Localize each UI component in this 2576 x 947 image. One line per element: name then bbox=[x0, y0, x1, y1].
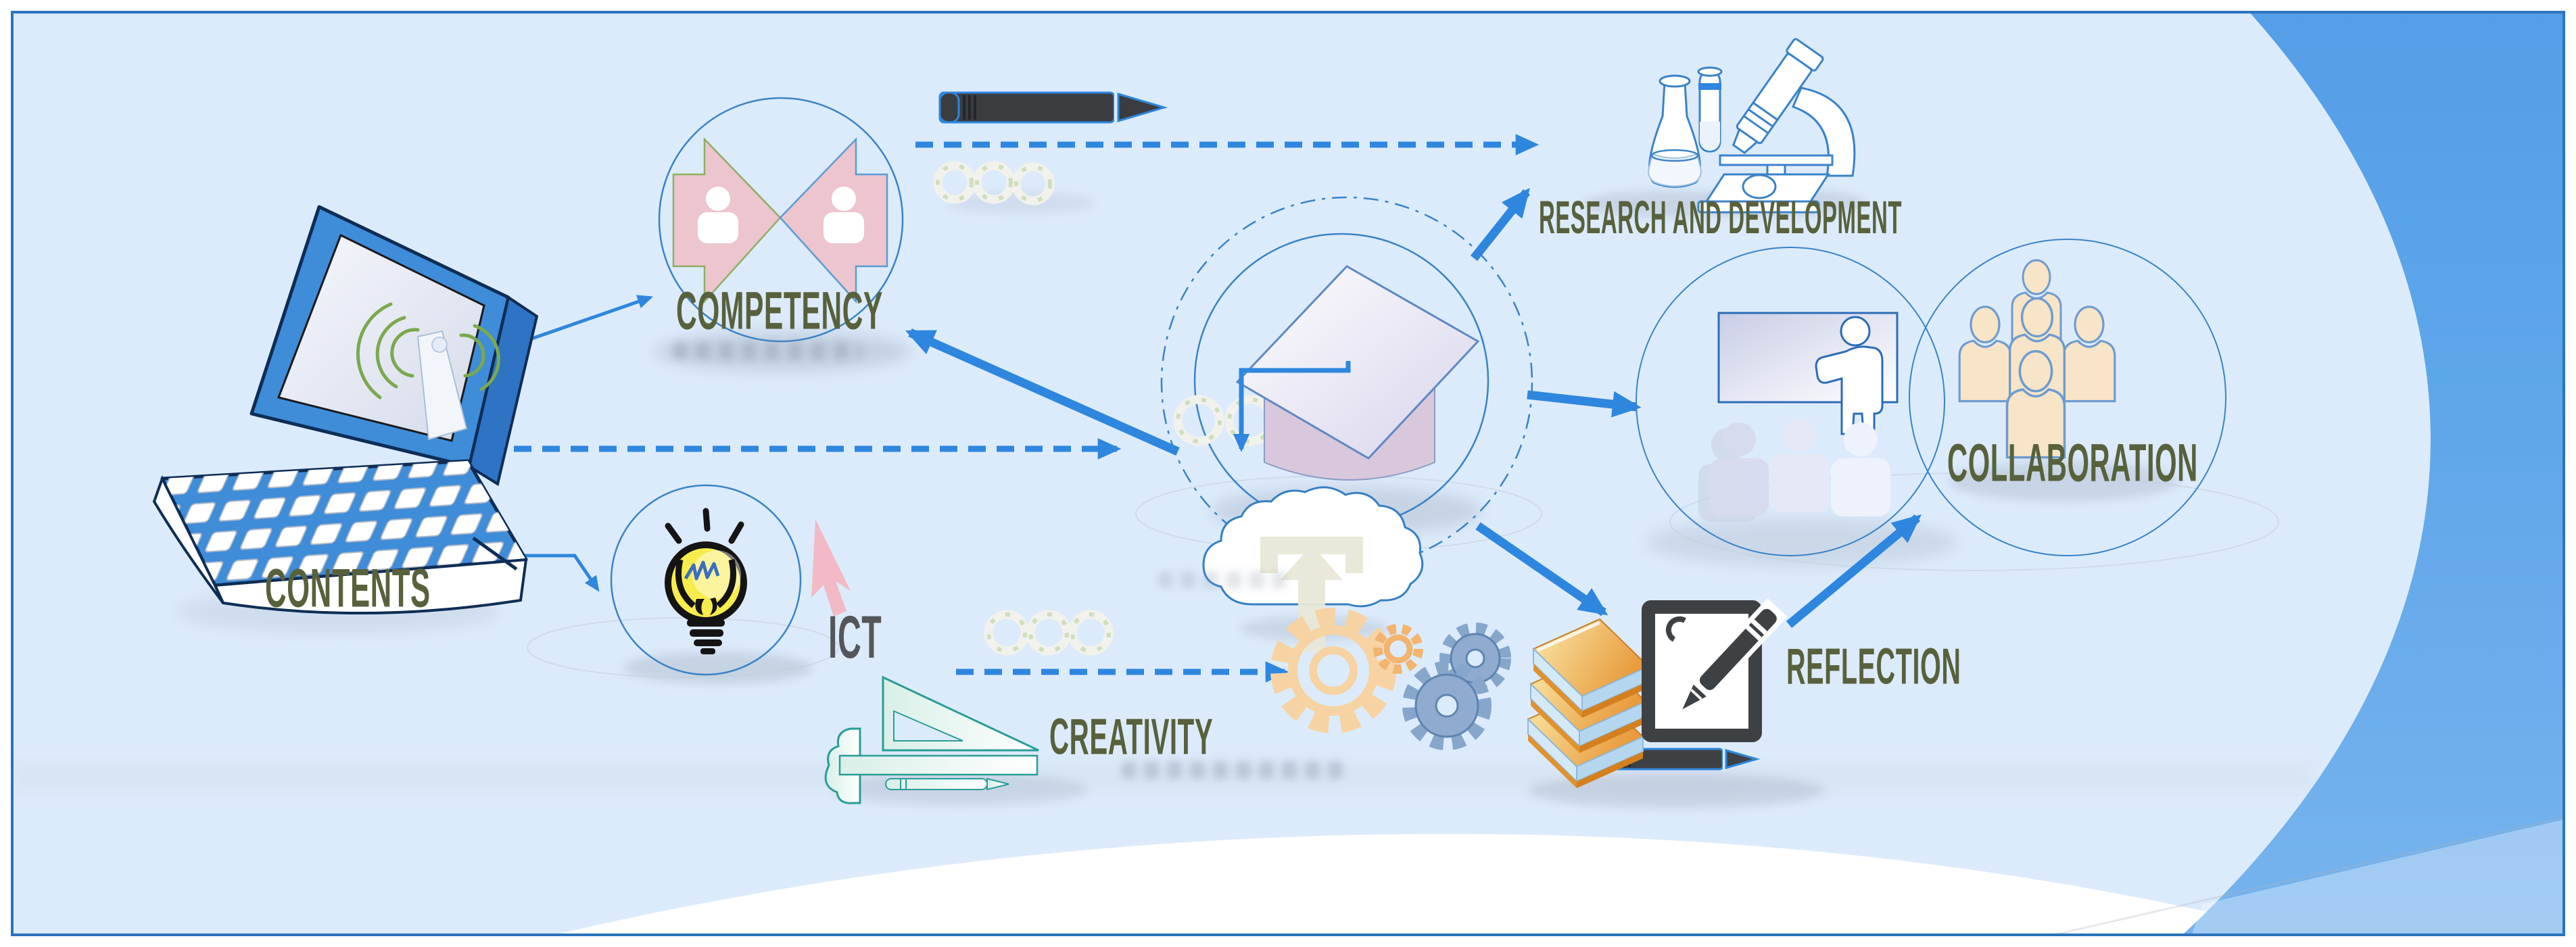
ruler bbox=[838, 754, 1039, 776]
person-icon bbox=[698, 187, 864, 243]
graduation-cap-icon bbox=[1233, 265, 1480, 481]
gear-peach-small bbox=[1373, 624, 1423, 674]
laptop-slot bbox=[472, 536, 518, 571]
set-square-hole bbox=[893, 710, 963, 742]
laptop-keys bbox=[162, 461, 526, 585]
arrow-hub-competency bbox=[905, 329, 1180, 456]
competency-circle bbox=[658, 97, 904, 343]
line-contents-competency bbox=[521, 295, 653, 344]
wifi-antenna bbox=[416, 330, 468, 441]
classroom-group bbox=[1698, 312, 1899, 522]
audience-icon bbox=[1698, 418, 1890, 522]
corner-faint-line bbox=[2001, 813, 2576, 947]
cap-board bbox=[1235, 265, 1480, 460]
upload-arrow-icon bbox=[1260, 537, 1363, 652]
wifi-signal-icon bbox=[356, 302, 500, 399]
gear-blue-large bbox=[1402, 661, 1492, 750]
microscope-icon bbox=[1697, 38, 1856, 214]
ghost-text-competency bbox=[673, 342, 862, 360]
gears-icon bbox=[1270, 608, 1511, 750]
document-pencil-icon bbox=[1642, 598, 1788, 742]
whiteboard-presenter-icon bbox=[1815, 316, 1884, 435]
label-research-development: RESEARCH AND DEVELOPMENT bbox=[1539, 191, 1902, 243]
arrow-reflection-collaboration bbox=[1786, 514, 1922, 628]
label-reflection: REFLECTION bbox=[1786, 638, 1961, 696]
team-circle bbox=[1909, 239, 2226, 556]
laptop-skirt-left bbox=[152, 475, 224, 604]
marker-crayon-icon bbox=[938, 91, 1168, 124]
cloud-upload-icon bbox=[1202, 486, 1424, 652]
label-competency: COMPETENCY bbox=[676, 281, 883, 341]
swap-arrows-icon bbox=[672, 137, 888, 304]
books-stack-icon bbox=[1527, 618, 1650, 788]
wifi-tip bbox=[431, 337, 448, 353]
label-ict: ICT bbox=[828, 603, 882, 671]
research-icons bbox=[1648, 38, 1856, 214]
label-creativity: CREATIVITY bbox=[1049, 708, 1214, 766]
team-group-icon bbox=[1958, 259, 2116, 459]
corner-light-stripe bbox=[2187, 817, 2576, 947]
pale-canvas bbox=[0, 0, 2431, 947]
ghost-text-hub bbox=[1158, 571, 1286, 589]
horizon-band bbox=[14, 762, 2312, 791]
cap-tassel-arrow bbox=[1233, 361, 1351, 452]
gear-peach-large bbox=[1270, 608, 1396, 733]
laptop-icon bbox=[152, 205, 539, 615]
laptop-lid-side bbox=[467, 295, 539, 487]
flask-icon bbox=[1648, 74, 1702, 188]
ict-circle bbox=[610, 484, 802, 676]
mouse-cursor-icon bbox=[811, 519, 851, 616]
arrow-hub-collaboration bbox=[1527, 390, 1642, 418]
label-collaboration: COLLABORATION bbox=[1947, 433, 2198, 493]
arrow-hub-reflection bbox=[1475, 522, 1608, 616]
light-bulb-icon bbox=[665, 508, 747, 654]
drafting-tools-icon bbox=[824, 675, 1039, 804]
connectors bbox=[473, 134, 1922, 683]
classroom-circle bbox=[1636, 247, 1945, 556]
ghost-text-creativity bbox=[1121, 761, 1344, 779]
teal-pencil bbox=[885, 777, 1009, 791]
test-tube-icon bbox=[1697, 66, 1723, 153]
label-contents: CONTENTS bbox=[265, 556, 431, 619]
arrow-hub-research bbox=[1470, 187, 1531, 262]
laptop-skirt bbox=[212, 558, 528, 615]
